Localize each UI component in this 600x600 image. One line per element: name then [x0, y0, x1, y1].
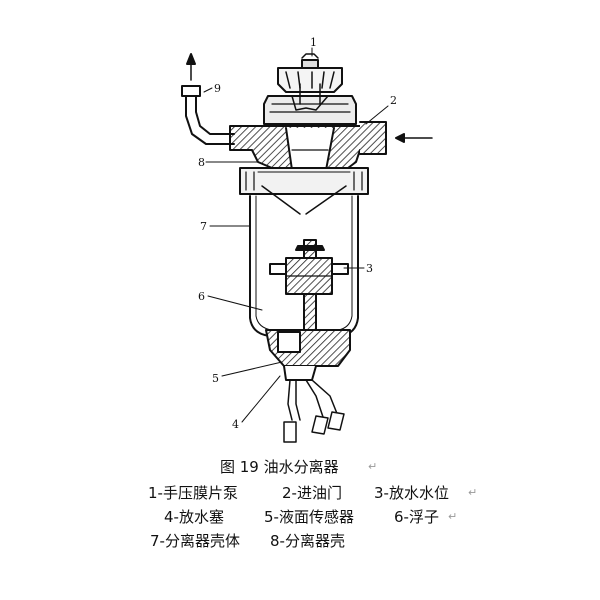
label-1: 1: [310, 36, 317, 49]
drain-block: [265, 329, 351, 381]
caption-item-4: 4-放水塞: [164, 508, 224, 526]
paragraph-mark: ↵: [468, 486, 478, 499]
label-4: 4: [232, 418, 239, 431]
hand-pump-knob: [277, 53, 343, 93]
caption-item-7: 7-分离器壳体: [150, 532, 240, 550]
caption-item-1: 1-手压膜片泵: [148, 484, 238, 502]
paragraph-mark: ↵: [448, 510, 458, 523]
label-6: 6: [198, 290, 205, 303]
caption-item-8: 8-分离器壳: [270, 532, 345, 550]
leader-lines: [203, 47, 389, 423]
label-9: 9: [214, 82, 221, 95]
caption-title: 图 19 油水分离器: [220, 458, 339, 476]
caption-item-2: 2-进油门: [282, 484, 342, 502]
caption-item-3: 3-放水水位: [374, 484, 449, 502]
label-5: 5: [212, 372, 219, 385]
bowl-collar: [239, 167, 369, 195]
inlet-port: [359, 121, 433, 155]
paragraph-mark: ↵: [368, 460, 378, 473]
caption-item-5: 5-液面传感器: [264, 508, 354, 526]
label-2: 2: [390, 94, 397, 107]
caption-item-6: 6-浮子: [394, 508, 439, 526]
float: [269, 257, 349, 295]
label-7: 7: [200, 220, 207, 233]
sensor-wires: [283, 379, 345, 443]
pump-head: [263, 83, 357, 125]
label-8: 8: [198, 156, 205, 169]
outlet-pipe: [181, 53, 235, 145]
label-3: 3: [366, 262, 373, 275]
